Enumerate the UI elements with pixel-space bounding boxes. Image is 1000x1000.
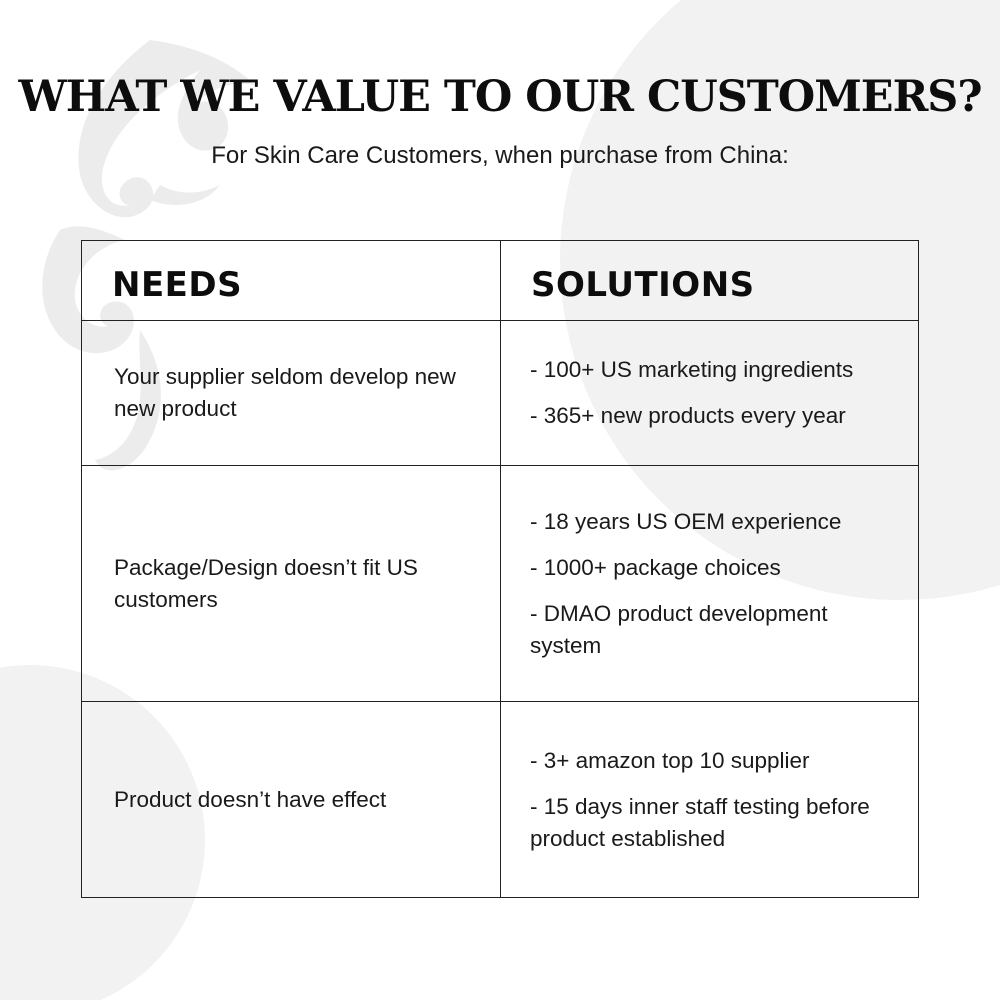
table-row-3-solutions: - 3+ amazon top 10 supplier - 15 days in… [501, 702, 918, 897]
solution-item: - 3+ amazon top 10 supplier [530, 747, 810, 773]
table-row-1-solutions: - 100+ US marketing ingredients - 365+ n… [501, 321, 918, 466]
solution-item: - 365+ new products every year [530, 403, 846, 428]
column-header-solutions: SOLUTIONS [531, 265, 755, 305]
solution-item: - 100+ US marketing ingredients [530, 357, 854, 382]
table-header-needs: NEEDS [82, 241, 501, 321]
need-text: Package/Design doesn’t fit US customers [114, 554, 418, 612]
decor-circle-right [560, 0, 1000, 600]
table-row-3-need: Product doesn’t have effect [82, 702, 501, 897]
solutions-list: - 100+ US marketing ingredients - 365+ n… [530, 354, 904, 432]
page-title: WHAT WE VALUE TO OUR CUSTOMERS? [18, 72, 982, 122]
solutions-list: - 18 years US OEM experience - 1000+ pac… [530, 506, 904, 662]
column-header-needs: NEEDS [112, 265, 243, 305]
table-row-1-need: Your supplier seldom develop new new pro… [82, 321, 501, 466]
decor-circle-left [0, 665, 205, 1000]
table-row-2-solutions: - 18 years US OEM experience - 1000+ pac… [501, 466, 918, 702]
table-row-2-need: Package/Design doesn’t fit US customers [82, 466, 501, 702]
solution-item: - 18 years US OEM experience [530, 508, 842, 534]
floral-ornament-icon [42, 40, 255, 471]
solution-item: - 1000+ package choices [530, 554, 781, 580]
solutions-list: - 3+ amazon top 10 supplier - 15 days in… [530, 745, 904, 855]
page-subtitle: For Skin Care Customers, when purchase f… [211, 142, 789, 169]
solution-item: - DMAO product development system [530, 600, 828, 658]
need-text: Your supplier seldom develop new new pro… [114, 364, 456, 421]
needs-solutions-table: NEEDS SOLUTIONS Your supplier seldom dev… [81, 240, 919, 898]
need-text: Product doesn’t have effect [114, 786, 387, 812]
solution-item: - 15 days inner staff testing before pro… [530, 793, 870, 851]
table-header-solutions: SOLUTIONS [501, 241, 918, 321]
